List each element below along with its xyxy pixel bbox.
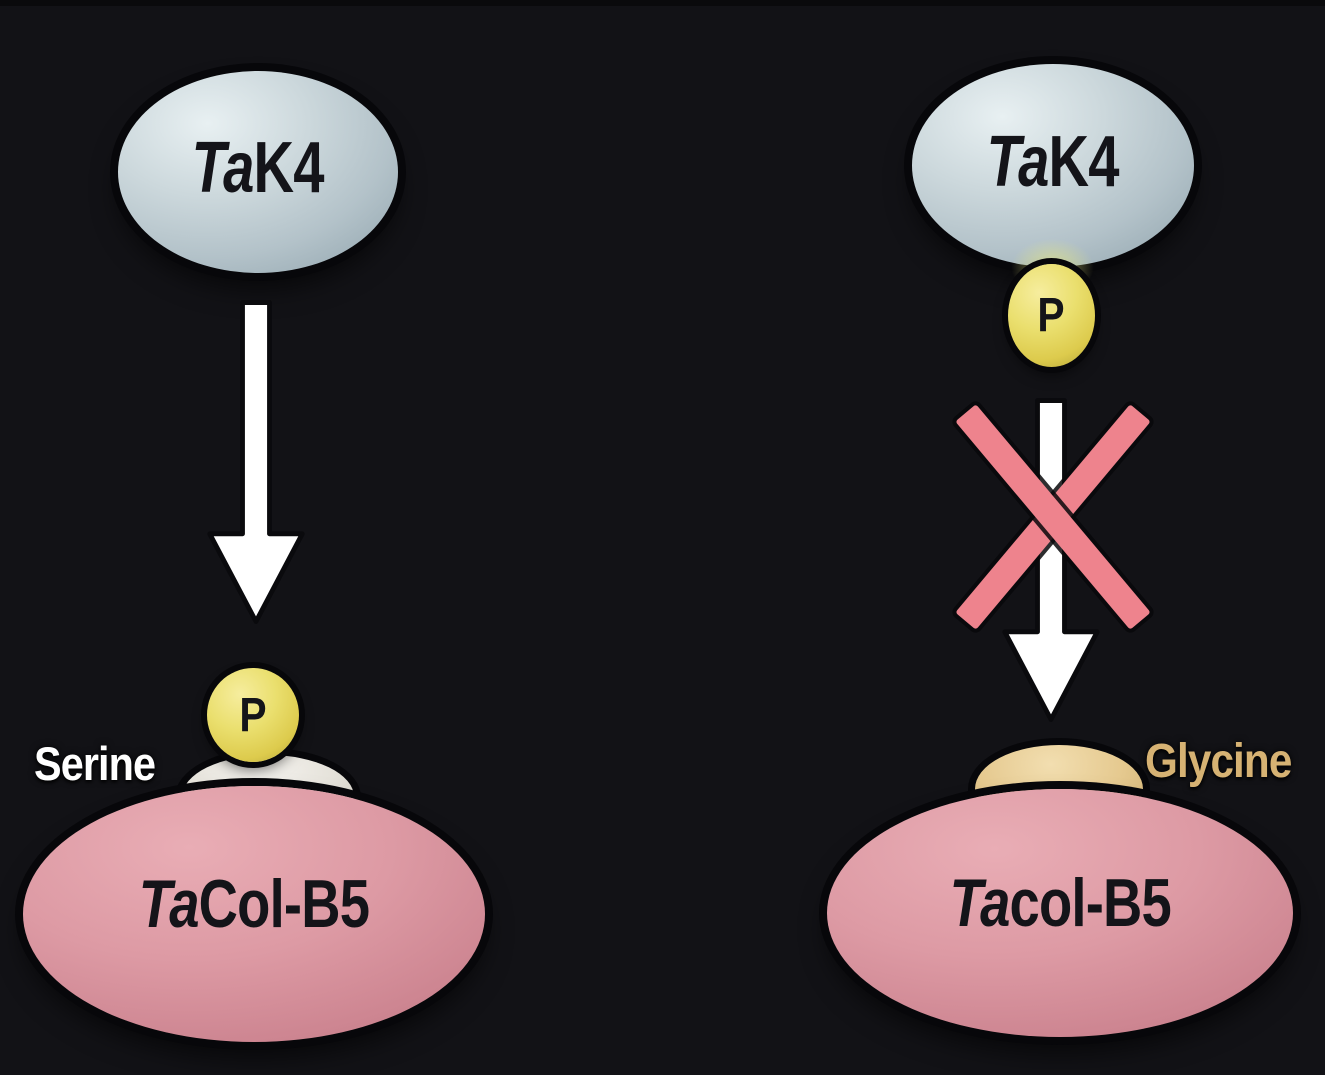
phosphate-badge-left: P [207,668,299,762]
phosphate-label-left: P [239,688,267,742]
kinase-label-right-italic: Ta [986,121,1050,202]
kinase-ellipse-left: TaK4 [118,71,398,273]
kinase-label-left: TaK4 [191,127,325,209]
down-arrow-icon-left [207,300,305,624]
serine-label: Serine [34,737,156,790]
phosphate-badge-right: P [1008,264,1095,367]
kinase-ellipse-right: TaK4 [912,64,1194,267]
blocked-cross-icon [954,403,1151,630]
substrate-label-left-rest: Col-B5 [198,866,370,942]
kinase-label-left-italic: Ta [191,128,255,208]
substrate-label-right-rest: col-B5 [1009,865,1171,941]
phosphate-label-right: P [1037,289,1066,342]
substrate-label-right-italic: Ta [949,865,1010,941]
substrate-label-right: Tacol-B5 [949,864,1171,942]
kinase-label-left-rest: K4 [253,128,325,208]
down-arrow-icon-right [1002,398,1100,722]
kinase-label-right: TaK4 [986,121,1120,203]
substrate-label-left: TaCol-B5 [138,865,370,943]
glycine-label: Glycine [1145,735,1292,788]
substrate-ellipse-left: TaCol-B5 [23,786,485,1042]
substrate-label-left-italic: Ta [138,866,200,942]
top-border [0,0,1325,6]
kinase-label-right-rest: K4 [1048,121,1120,202]
substrate-ellipse-right: Tacol-B5 [827,789,1293,1037]
